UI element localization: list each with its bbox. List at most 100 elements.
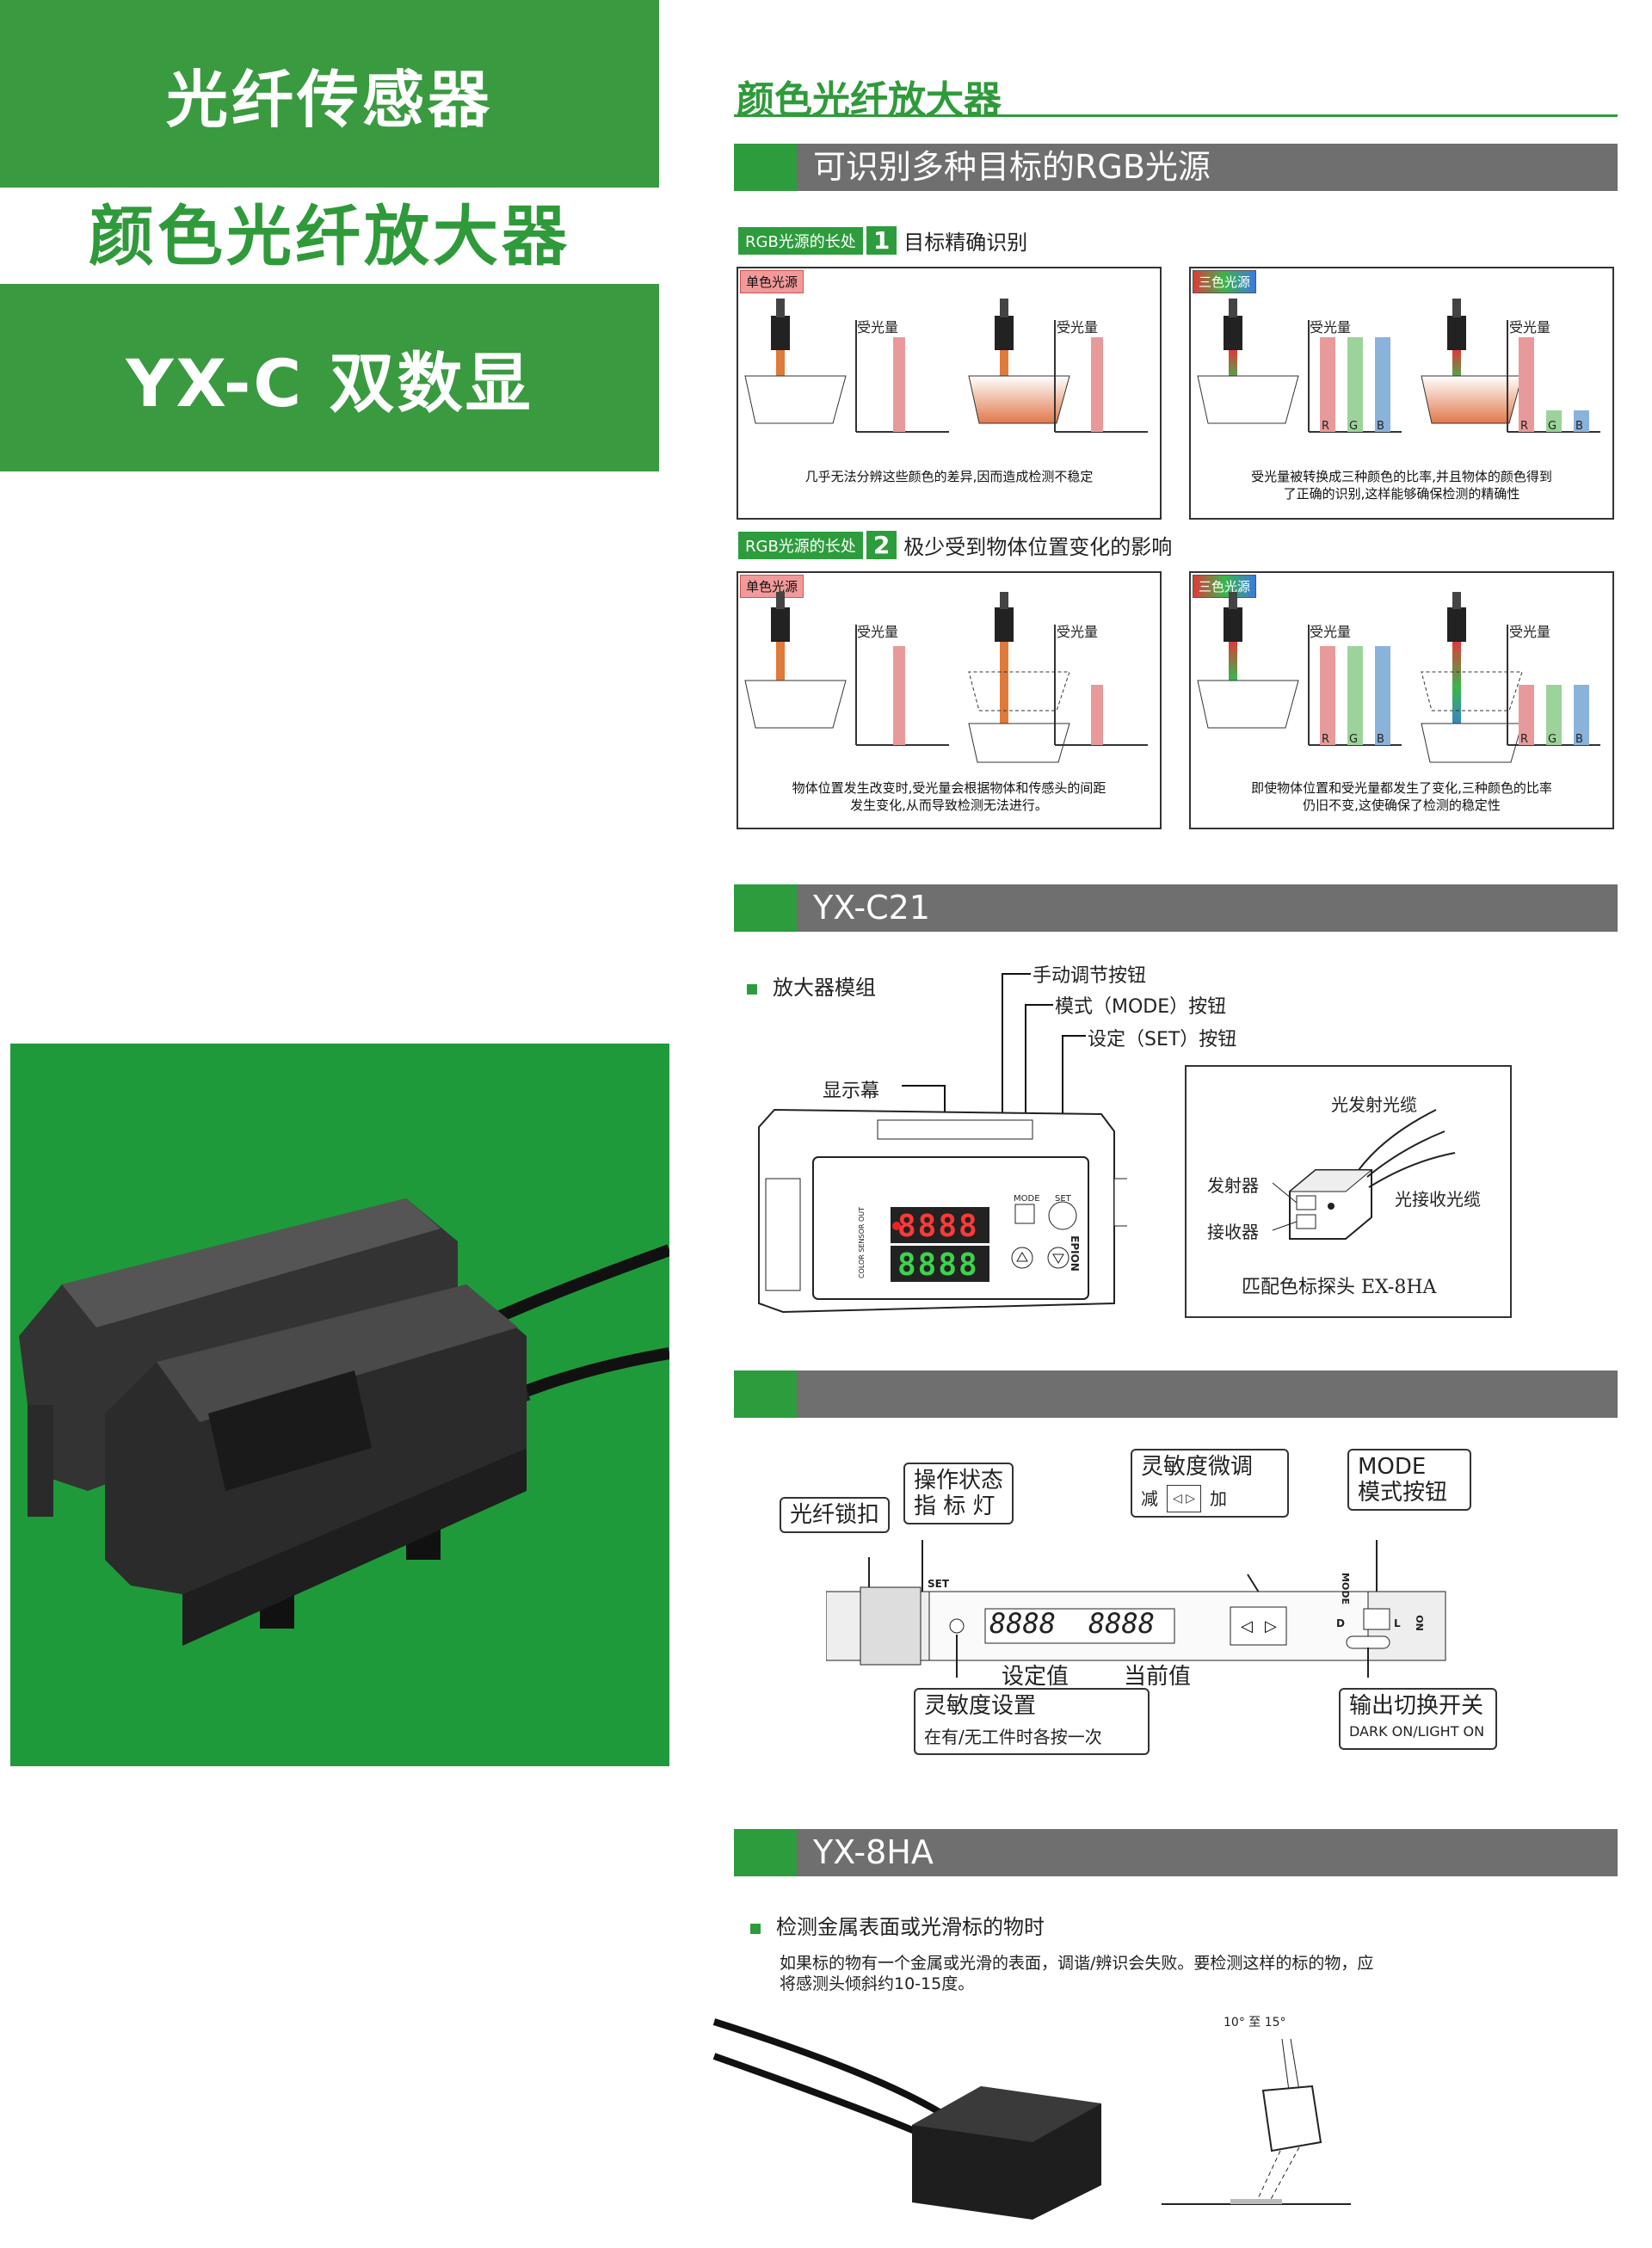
callout-op-status: 操作状态 指 标 灯 — [903, 1463, 1014, 1524]
caption-1b-line2: 了正确的识别,这样能够确保检测的精确性 — [1283, 486, 1520, 502]
feature-2: RGB光源的长处 2 极少受到物体位置变化的影响 — [738, 530, 1172, 560]
recv-label-1: 受光量 — [857, 319, 899, 336]
tilt-diagram — [1162, 2038, 1351, 2205]
tag-rgb-2: 三色光源 — [1193, 575, 1257, 598]
caption-2b-line2: 仍旧不变,这使确保了检测的稳定性 — [1303, 798, 1501, 813]
recv-label-7: 受光量 — [1310, 624, 1352, 640]
callout-sens-fine: 灵敏度微调 减 ◁ ▷ 加 — [1131, 1449, 1289, 1518]
fine-tune-icon: ◁ ▷ — [1167, 1485, 1201, 1512]
tag-rgb: 三色光源 — [1193, 270, 1257, 293]
module-set-label: SET — [1055, 1194, 1071, 1204]
recv-label-8: 受光量 — [1509, 624, 1551, 640]
panel-mono-position: 单色光源 受光量 受光量 物体位置发生改变时,受光量会根据物体和传感头的间距 发… — [737, 571, 1162, 829]
rgb-g-2: G — [1548, 420, 1557, 433]
yx8ha-desc-line1: 如果标的物有一个金属或光滑的表面，调谐/辨识会失败。要检测这样的标的物，应 — [780, 1954, 1374, 1973]
feature-1-text: 目标精确识别 — [903, 231, 1028, 255]
rgb-r-4: R — [1520, 733, 1529, 746]
panel-l: L — [1394, 1617, 1401, 1629]
product-photo — [10, 1044, 672, 1766]
label-mode-btn: 模式（MODE）按钮 — [1055, 996, 1227, 1018]
panel-on: ON — [1413, 1615, 1425, 1631]
amplifier-module-drawing — [758, 973, 1127, 1314]
panel-mono-accuracy: 单色光源 受光量 受光量 几乎无法分辨这些颜色的差异,因而造成检测不稳定 — [737, 267, 1162, 520]
panel-digits-set: 8888 — [989, 1607, 1057, 1640]
section-yxc21-bar: YX-C21 — [734, 884, 1618, 932]
callout-mode: MODE 模式按钮 — [1347, 1449, 1471, 1511]
bullet-icon-2 — [750, 1924, 761, 1934]
label-emitter: 发射器 — [1207, 1175, 1259, 1196]
rgb-b-3: B — [1377, 733, 1384, 746]
label-emit-cable: 光发射光缆 — [1331, 1094, 1417, 1115]
minus-label: 减 — [1141, 1488, 1158, 1509]
front-panel-drawing: ◁▷ — [826, 1540, 1446, 1678]
section-yxc21-title: YX-C21 — [813, 889, 930, 927]
label-current-value: 当前值 — [1124, 1664, 1192, 1690]
callout-sens-fine-text: 灵敏度微调 — [1141, 1454, 1254, 1480]
label-recv-cable: 光接收光缆 — [1395, 1189, 1481, 1210]
rgb-diagram-1 — [1197, 299, 1600, 433]
module-mode-label: MODE — [1014, 1194, 1040, 1204]
callout-sens-set-text: 灵敏度设置 — [924, 1693, 1037, 1719]
tag-mono: 单色光源 — [740, 270, 804, 293]
tag-mono-2: 单色光源 — [740, 575, 804, 598]
callout-sens-set: 灵敏度设置 在有/无工件时各按一次 — [914, 1688, 1150, 1755]
label-receiver: 接收器 — [1207, 1222, 1259, 1242]
feature-1-num: 1 — [866, 226, 897, 255]
yx8ha-desc: 如果标的物有一个金属或光滑的表面，调谐/辨识会失败。要检测这样的标的物，应 将感… — [780, 1953, 1373, 1994]
panel-set-label: SET — [928, 1578, 950, 1590]
caption-1b: 受光量被转换成三种颜色的比率,并且物体的颜色得到 了正确的识别,这样能够确保检测… — [1191, 468, 1612, 502]
callout-mode-line2: 模式按钮 — [1358, 1480, 1448, 1506]
feature-2-text: 极少受到物体位置变化的影响 — [903, 535, 1173, 559]
recv-label-4: 受光量 — [1509, 319, 1551, 336]
title-fiber-sensor: 光纤传感器 — [165, 63, 493, 136]
callout-fiber-lock: 光纤锁扣 — [780, 1497, 891, 1533]
mono-diagram-1 — [744, 299, 1148, 433]
caption-2b-line1: 即使物体位置和受光量都发生了变化,三种颜色的比率 — [1251, 780, 1552, 796]
section-rgb-title: 可识别多种目标的RGB光源 — [813, 148, 1211, 186]
feature-2-label: RGB光源的长处 — [738, 531, 863, 559]
panel-mode-side: MODE — [1339, 1573, 1351, 1604]
rgb-r-1: R — [1322, 420, 1330, 433]
title-box-model: YX-C 双数显 — [0, 284, 659, 471]
label-probe: 匹配色标探头 EX-8HA — [1242, 1277, 1437, 1298]
callout-op-status-line1: 操作状态 — [914, 1468, 1004, 1494]
rgb-b-1: B — [1377, 420, 1384, 433]
amplifier-product-image — [19, 1198, 672, 1646]
caption-2a-line1: 物体位置发生改变时,受光量会根据物体和传感头的间距 — [792, 780, 1106, 796]
label-set-btn: 设定（SET）按钮 — [1088, 1029, 1237, 1050]
title-color-fiber-amplifier-text: 颜色光纤放大器 — [89, 198, 570, 274]
callout-mode-line1: MODE — [1358, 1454, 1427, 1480]
label-manual-btn: 手动调节按钮 — [1032, 965, 1147, 987]
rgb-g-1: G — [1349, 420, 1359, 433]
section-rgb-bar: 可识别多种目标的RGB光源 — [734, 144, 1618, 191]
module-heading-text: 放大器模组 — [773, 976, 876, 1000]
caption-2a: 物体位置发生改变时,受光量会根据物体和传感头的间距 发生变化,从而导致检测无法进… — [738, 779, 1160, 814]
probe-box: 光发射光缆 光接收光缆 发射器 接收器 匹配色标探头 EX-8HA — [1185, 1065, 1512, 1318]
recv-label-3: 受光量 — [1310, 319, 1352, 336]
angle-label: 10° 至 15° — [1224, 2016, 1286, 2029]
yx8ha-desc-line2: 将感测头倾斜约10-15度。 — [780, 1974, 975, 1993]
section-panel-bar — [734, 1370, 1618, 1418]
panel-rgb-accuracy: 三色光源 受光量 受光量 R G B R G B 受光量被转换成三种颜色的比率,… — [1189, 267, 1614, 520]
panel-digits-current: 8888 — [1088, 1607, 1156, 1640]
caption-2a-line2: 发生变化,从而导致检测无法进行。 — [850, 798, 1048, 813]
callout-out-switch: 输出切换开关 DARK ON/LIGHT ON — [1339, 1688, 1497, 1750]
plus-label: 加 — [1209, 1488, 1227, 1509]
caption-2b: 即使物体位置和受光量都发生了变化,三种颜色的比率 仍旧不变,这使确保了检测的稳定… — [1191, 779, 1612, 814]
label-set-value: 设定值 — [1002, 1664, 1069, 1690]
callout-out-switch-text: 输出切换开关 — [1349, 1693, 1484, 1719]
digits-red: 8888 — [897, 1209, 979, 1244]
recv-label-2: 受光量 — [1057, 319, 1099, 336]
feature-1-label: RGB光源的长处 — [738, 226, 863, 255]
label-display: 显示幕 — [823, 1081, 880, 1102]
rgb-r-2: R — [1520, 420, 1529, 433]
panel-rgb-position: 三色光源 受光量 受光量 R G B R G B 即使物体位置和受光量都发生了变… — [1189, 571, 1614, 829]
module-side-text: COLOR SENSOR OUT — [858, 1206, 866, 1279]
feature-1: RGB光源的长处 1 目标精确识别 — [738, 225, 1027, 256]
callout-out-switch-sub: DARK ON/LIGHT ON — [1349, 1723, 1485, 1740]
section-yx8ha-bar: YX-8HA — [734, 1829, 1618, 1876]
svg-text:◁: ◁ — [1241, 1617, 1253, 1635]
callout-op-status-line2: 指 标 灯 — [914, 1494, 996, 1519]
title-model: YX-C 双数显 — [126, 345, 533, 422]
yx8ha-subtitle-text: 检测金属表面或光滑标的物时 — [776, 1915, 1045, 1939]
